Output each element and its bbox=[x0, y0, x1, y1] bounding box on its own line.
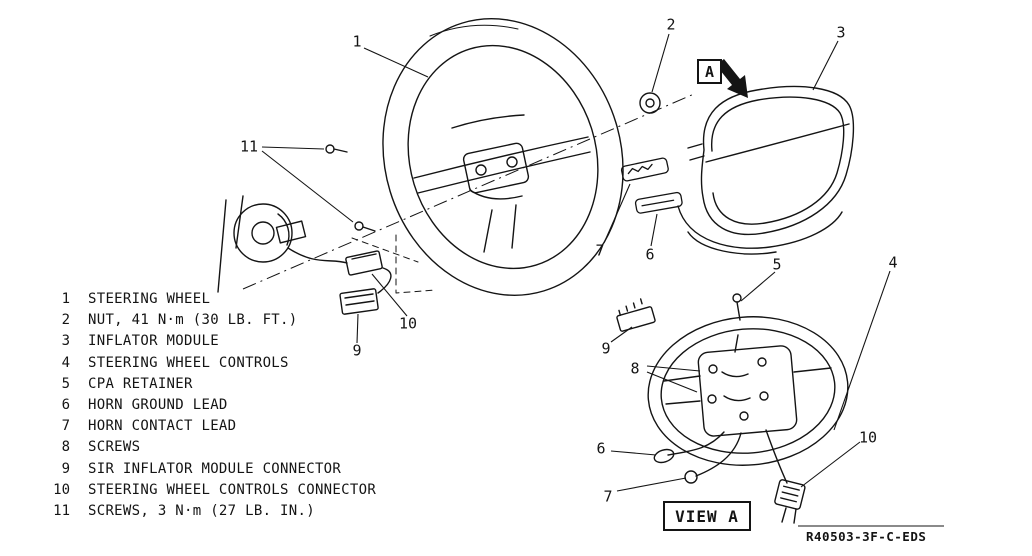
callout-2: 2 bbox=[666, 15, 676, 34]
nut-drawing bbox=[639, 92, 661, 114]
legend-item-number: 9 bbox=[61, 460, 70, 477]
legend-item-label: NUT, 41 N·m (30 LB. FT.) bbox=[88, 312, 298, 329]
callout-9: 9 bbox=[352, 341, 362, 360]
legend-item-number: 8 bbox=[61, 439, 70, 456]
callout-9: 9 bbox=[601, 339, 611, 358]
legend-item-label: SIR INFLATOR MODULE CONNECTOR bbox=[88, 460, 342, 477]
legend-item-2: 2 NUT, 41 N·m (30 LB. FT.) bbox=[44, 310, 376, 331]
legend-item-label: CPA RETAINER bbox=[88, 375, 193, 392]
callout-10: 10 bbox=[398, 314, 418, 333]
horn-leads-drawing bbox=[620, 157, 683, 214]
legend-item-number: 3 bbox=[61, 333, 70, 350]
callout-8: 8 bbox=[630, 359, 640, 378]
legend-item-number: 11 bbox=[53, 503, 70, 520]
view-a-label-box: VIEW A bbox=[663, 501, 751, 531]
callout-10: 10 bbox=[858, 428, 878, 447]
legend-item-number: 4 bbox=[61, 354, 70, 371]
callout-1: 1 bbox=[352, 32, 362, 51]
legend-item-number: 1 bbox=[61, 291, 70, 307]
legend-item-label: SCREWS bbox=[88, 439, 141, 456]
callout-11: 11 bbox=[239, 137, 259, 156]
legend-item-10: 10 STEERING WHEEL CONTROLS CONNECTOR bbox=[44, 480, 376, 501]
legend-item-5: 5 CPA RETAINER bbox=[44, 374, 376, 395]
callout-7: 7 bbox=[603, 487, 613, 506]
legend-item-1: 1 STEERING WHEEL bbox=[44, 289, 376, 310]
legend-item-number: 6 bbox=[61, 397, 70, 414]
legend-item-11: 11 SCREWS, 3 N·m (27 LB. IN.) bbox=[44, 501, 376, 522]
legend-item-3: 3 INFLATOR MODULE bbox=[44, 331, 376, 352]
legend-item-label: HORN CONTACT LEAD bbox=[88, 418, 237, 435]
legend-item-label: STEERING WHEEL CONTROLS CONNECTOR bbox=[88, 481, 377, 498]
legend-item-9: 9 SIR INFLATOR MODULE CONNECTOR bbox=[44, 459, 376, 480]
legend-item-4: 4 STEERING WHEEL CONTROLS bbox=[44, 353, 376, 374]
legend-item-7: 7 HORN CONTACT LEAD bbox=[44, 416, 376, 437]
legend-item-label: STEERING WHEEL bbox=[88, 291, 211, 307]
steering-wheel-drawing bbox=[325, 18, 624, 296]
column-centerline bbox=[242, 93, 695, 290]
parts-legend: 1 STEERING WHEEL 2 NUT, 41 N·m (30 LB. FT.)… bbox=[44, 289, 376, 522]
callout-7: 7 bbox=[595, 241, 605, 260]
legend-item-label: HORN GROUND LEAD bbox=[88, 397, 228, 414]
leader-lines bbox=[261, 33, 891, 492]
legend-item-6: 6 HORN GROUND LEAD bbox=[44, 395, 376, 416]
legend-item-label: SCREWS, 3 N·m (27 LB. IN.) bbox=[88, 503, 315, 520]
legend-item-number: 10 bbox=[53, 481, 70, 498]
detail-marker-a: A bbox=[697, 59, 722, 84]
legend-item-number: 2 bbox=[61, 312, 70, 329]
callout-6: 6 bbox=[596, 439, 606, 458]
legend-item-number: 7 bbox=[61, 418, 70, 435]
callout-3: 3 bbox=[836, 23, 846, 42]
callout-5: 5 bbox=[772, 255, 782, 274]
legend-item-label: STEERING WHEEL CONTROLS bbox=[88, 354, 289, 371]
legend-item-label: INFLATOR MODULE bbox=[88, 333, 219, 350]
detail-marker-a-label: A bbox=[704, 62, 715, 81]
legend-item-8: 8 SCREWS bbox=[44, 437, 376, 458]
inflator-module-drawing bbox=[677, 85, 855, 255]
coil-and-connectors-drawing bbox=[217, 195, 392, 315]
legend-item-number: 5 bbox=[61, 375, 70, 392]
rear-view-drawing bbox=[616, 293, 849, 524]
view-direction-arrow bbox=[716, 59, 748, 98]
drawing-reference-code: R40503-3F-C-EDS bbox=[806, 529, 927, 544]
view-a-label: VIEW A bbox=[675, 506, 739, 526]
callout-6: 6 bbox=[645, 245, 655, 264]
callout-4: 4 bbox=[888, 253, 898, 272]
